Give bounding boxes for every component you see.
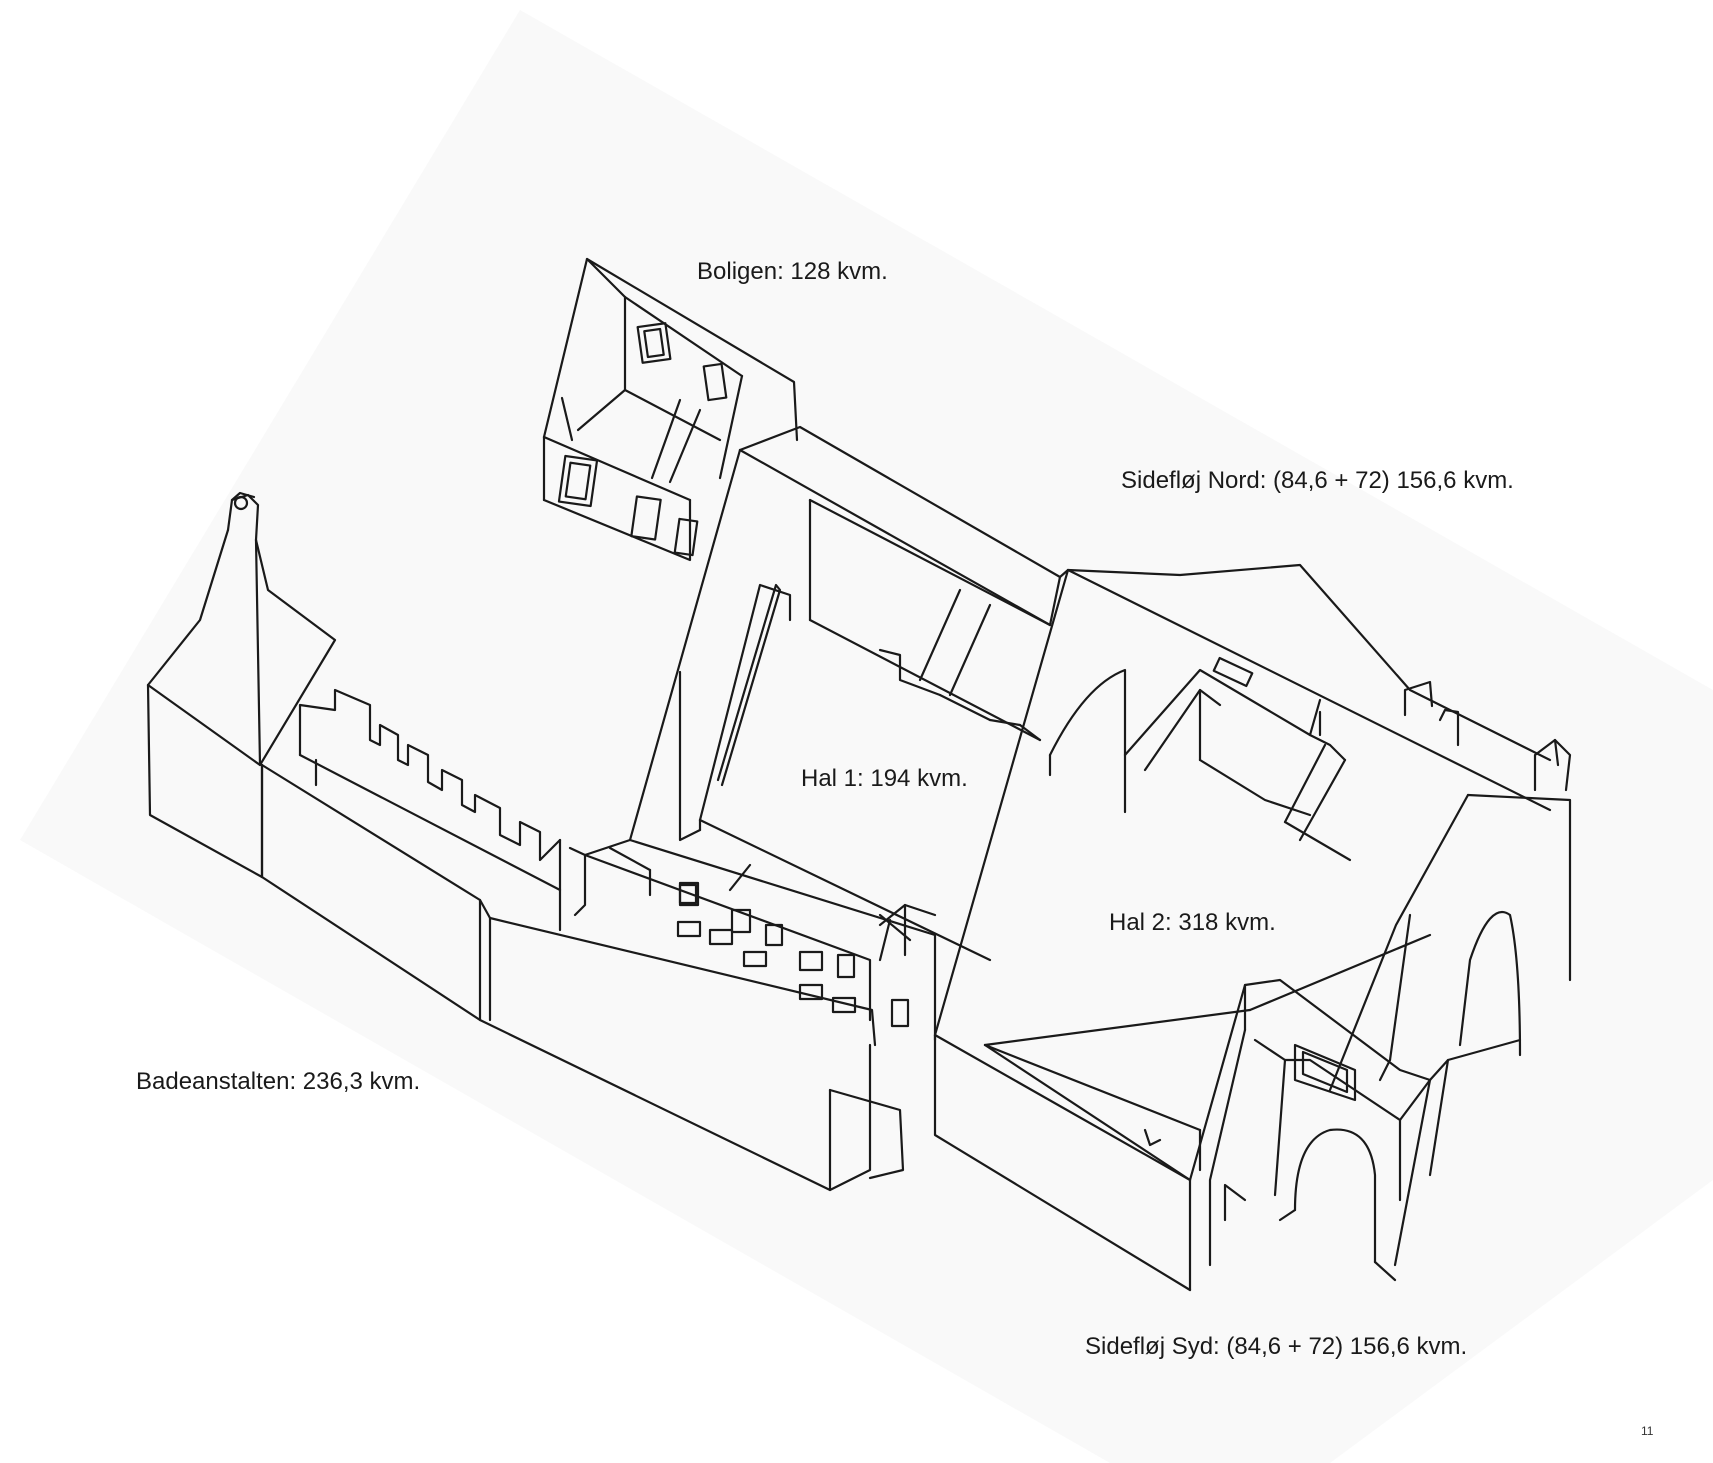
boligen-building — [542, 257, 799, 562]
hal1-building — [608, 425, 1062, 962]
page-number: 11 — [1641, 1424, 1654, 1438]
sidefloj-syd-building — [933, 978, 1522, 1292]
label-badeanstalten: Badeanstalten: 236,3 kvm. — [136, 1068, 421, 1095]
label-sidefloj-syd: Sidefløj Syd: (84,6 + 72) 156,6 kvm. — [1085, 1333, 1468, 1360]
label-boligen: Boligen: 128 kvm. — [697, 258, 888, 285]
drawing-backdrop — [20, 10, 1713, 1463]
hal2-building — [933, 563, 1572, 1172]
badeanstalten-building — [146, 491, 905, 1192]
label-hal2: Hal 2: 318 kvm. — [1109, 909, 1276, 936]
label-hal1: Hal 1: 194 kvm. — [801, 765, 968, 792]
label-sidefloj-nord: Sidefløj Nord: (84,6 + 72) 156,6 kvm. — [1121, 467, 1514, 494]
